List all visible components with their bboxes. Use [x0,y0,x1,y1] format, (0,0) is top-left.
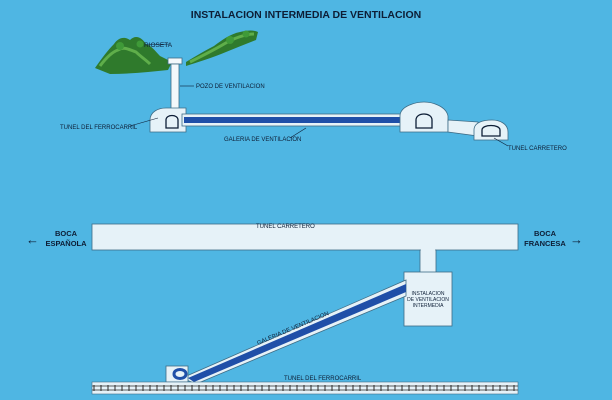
railway-tunnel-section [149,107,187,133]
section-gallery-label: GALERIA DE VENTILACION [224,137,301,143]
plan-gallery-loop [172,368,188,380]
plan-road-tunnel [91,223,519,251]
shaft-label: POZO DE VENTILACION [196,84,265,90]
diagram-title: INSTALACION INTERMEDIA DE VENTILACION [191,9,421,21]
plan-railway-label: TUNEL DEL FERROCARRIL [284,376,362,382]
road-tunnel-arch [481,124,501,137]
plan-railway-sleepers [92,385,518,391]
shaft-cap [167,57,183,65]
installation-label-1: INSTALACION [412,291,445,297]
plan-connector [419,249,437,275]
french-portal-label-2: FRANCESA [524,239,566,248]
section-road-label: TUNEL CARRETERO [508,146,567,152]
spanish-portal-label-1: BOCA [55,229,78,238]
road-tunnel-section [473,119,509,141]
plan-connector-cover [420,248,436,252]
installation-label-2: DE VENTILACION [407,297,449,303]
arrow-right-icon: → [570,232,583,247]
plan-gallery-duct [188,284,406,382]
road-connection-section [447,119,479,137]
vegetation-hill [95,30,258,74]
spanish-portal-label-2: ESPAÑOLA [45,239,87,248]
installation-cavern-section [399,101,449,133]
french-portal-label-1: BOCA [534,229,557,238]
plan-road-label: TUNEL CARRETERO [256,224,315,230]
railway-tunnel-arch [165,114,179,129]
section-gallery-duct [184,117,404,123]
installation-cavern-arch [415,113,433,129]
section-railway-label: TUNEL DEL FERROCARRIL [60,125,138,131]
plan-installation-box [403,271,453,327]
arrow-left-icon: ← [26,232,39,247]
rioseta-label: RIOSETA [144,42,173,49]
installation-label-3: INTERMEDIA [413,303,445,309]
